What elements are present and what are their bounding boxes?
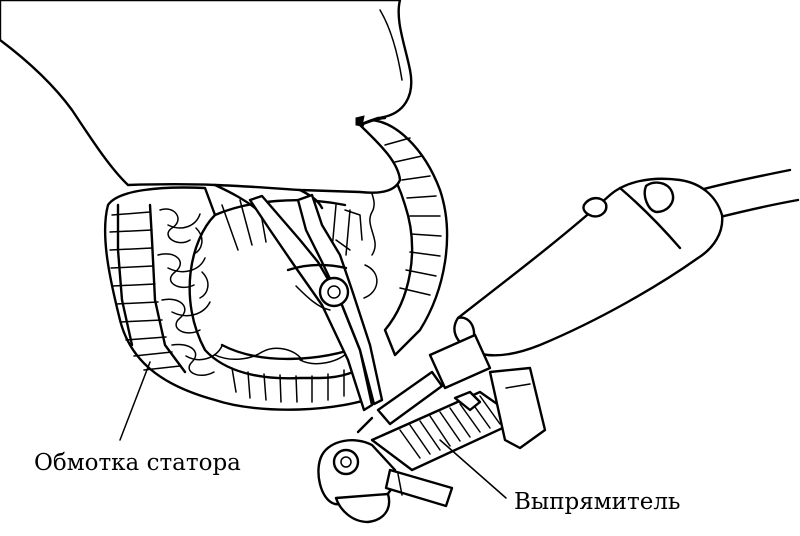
leader-line-rectifier [439,439,507,499]
leader-line-stator [119,361,151,441]
pliers [248,193,384,412]
rectifier-assembly [317,366,547,524]
stator-laminations-left [109,203,187,374]
leader-lines [119,361,507,499]
soldering-iron [356,168,800,434]
label-stator-winding: Обмотка статора [34,450,241,476]
label-rectifier: Выпрямитель [514,489,681,515]
stator-winding-loops [157,208,223,376]
hand [0,0,413,214]
